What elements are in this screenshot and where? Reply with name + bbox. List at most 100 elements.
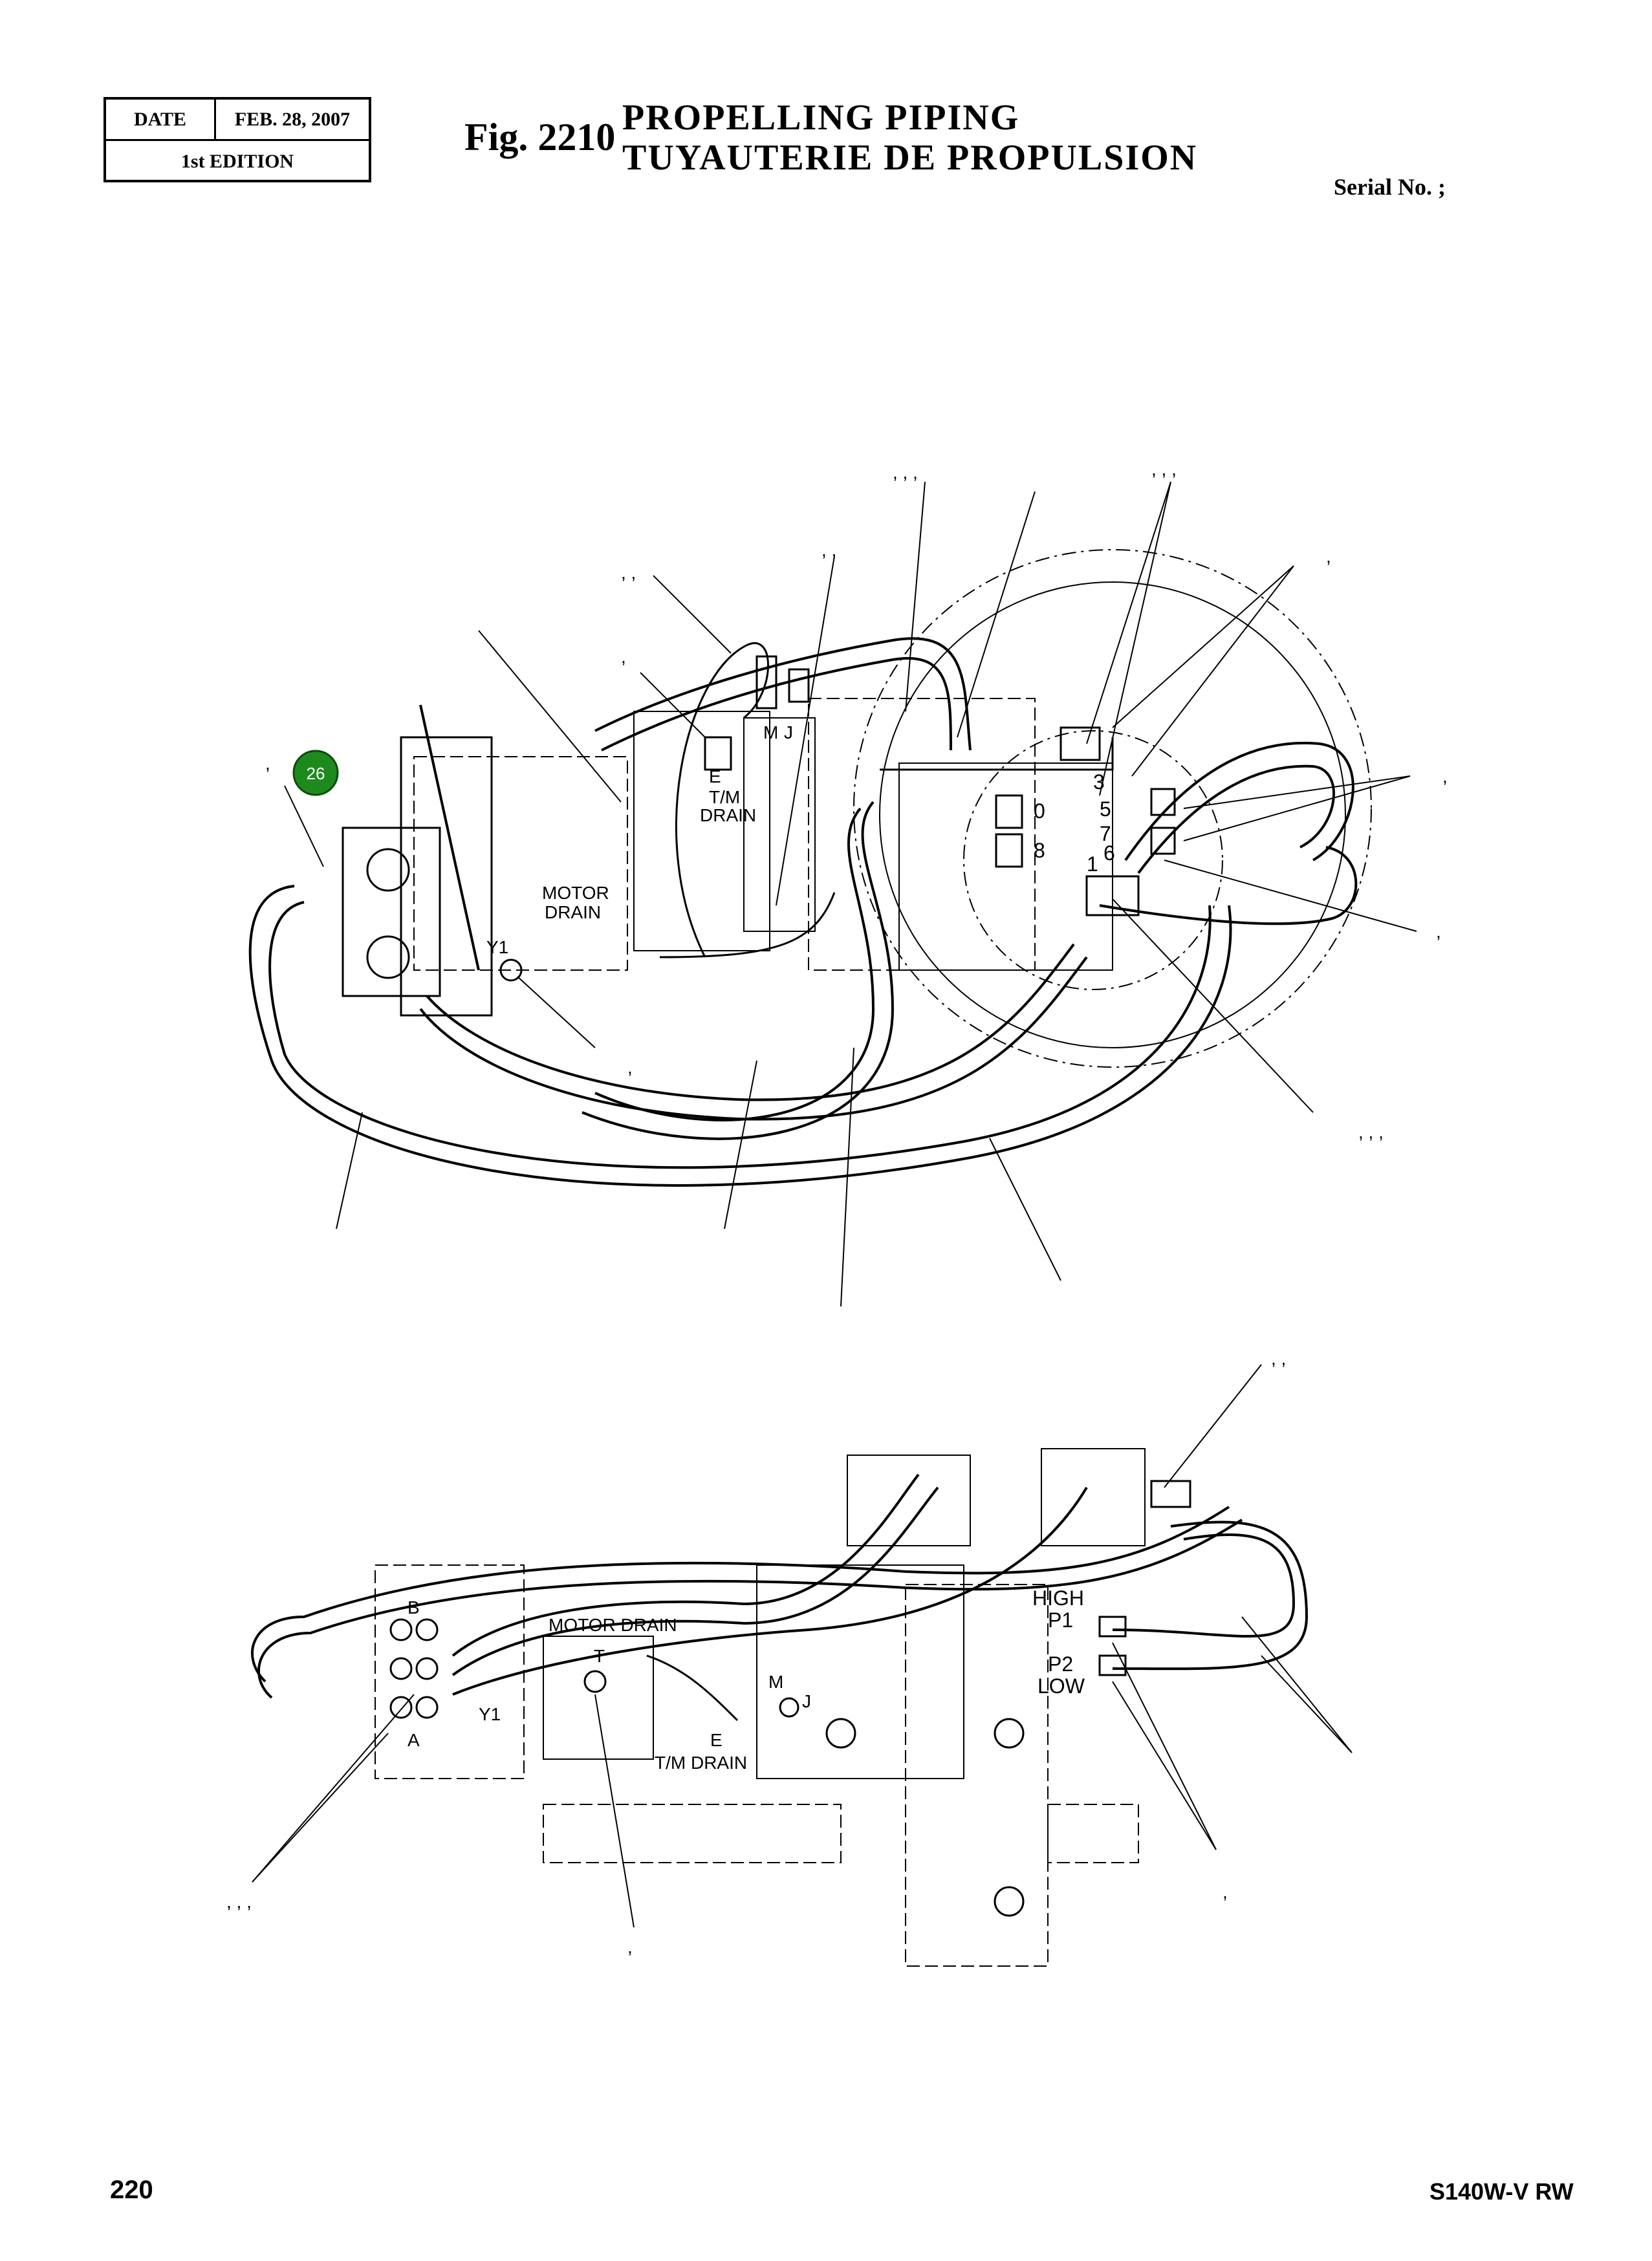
edition-label: 1st EDITION [180,151,294,172]
lower-leader-lines [252,1364,1353,1928]
transmission-outline-large [853,549,1372,1068]
port-j [779,1697,799,1718]
lower-hose-1 [251,1506,1230,1683]
port-b-1 [389,1618,413,1641]
label-tm-1: T/M [709,787,740,807]
lower-hose-3 [451,1473,920,1657]
upper-leader-lines [284,481,1417,1307]
callout-mark: , [621,647,626,667]
label-high: HIGH [1032,1586,1084,1610]
label-7: 7 [1100,822,1111,845]
label-3: 3 [1093,770,1105,794]
model-name: S140W-V RW [1429,2178,1574,2205]
callout-mark: , , , [226,1892,252,1912]
hose-right-lower [1099,846,1358,925]
trans-plug-2 [994,1718,1025,1749]
label-a: A [408,1730,420,1750]
hose-middle-inner [426,943,1075,1101]
label-y1: Y1 [486,937,508,957]
port-a-2 [415,1696,439,1719]
pipe-upper-right [880,737,1114,771]
callout-mark: , , [1271,1348,1286,1368]
serial-number-label: Serial No. ; [1334,174,1446,200]
motor-block [342,827,441,997]
label-drain-2: DRAIN [545,902,601,922]
flange-plate [743,717,816,932]
lower-view [251,1448,1309,1967]
transmission-plate [898,763,1113,971]
callout-marks: , , , , , , , , , , , , , , , , , , , , … [226,459,1448,1957]
lower-valve-body [756,1564,964,1779]
label-8: 8 [1034,839,1045,862]
callout-mark: , [1442,766,1448,786]
fitting-7 [1150,827,1176,855]
port-fitting-2 [366,935,410,979]
badge-circle [292,750,339,796]
lower-hose-4 [451,1486,939,1676]
label-motor: MOTOR [542,883,609,903]
hose-right-loop-inner [1137,764,1335,874]
fitting-e [704,736,732,771]
date-label: DATE [106,100,216,139]
lower-view-labels: B A MOTOR DRAIN T Y1 M J E T/M DRAIN HIG… [408,1586,1085,1773]
lower-hose-p2 [1112,1520,1309,1671]
label-m: M [763,722,778,742]
callout-mark: , , [821,540,836,560]
callout-mark: , , , [1151,459,1177,479]
drive-shaft-right [1047,1804,1139,1863]
date-row: DATE FEB. 28, 2007 [106,100,369,141]
lower-hose-2 [257,1519,1243,1699]
fitting-p1 [1098,1616,1127,1638]
fitting-3 [1060,726,1101,761]
callout-mark: , , , [893,462,918,482]
item-badge: 26 [292,750,339,796]
hose-top-loop-inner [601,657,952,752]
label-j-lower: J [802,1691,811,1711]
fitting-5 [1150,788,1176,816]
lower-pump-housing [375,1564,525,1779]
hose-top-loop-outer [594,637,972,751]
callout-mark: , , [621,563,636,583]
lever-rod [419,704,480,971]
fitting-upper-right [1150,1480,1191,1508]
label-tm-drain: T/M DRAIN [655,1753,747,1773]
label-1: 1 [1087,852,1098,876]
pump-housing [413,756,628,971]
drive-shaft-left [543,1804,842,1863]
figure-number: Fig. 2210 [464,116,616,158]
page-number: 220 [110,2176,153,2204]
callout-mark: , [265,753,270,774]
hose-return-inner [594,807,875,1121]
upper-view-labels: M J E T/M DRAIN MOTOR DRAIN Y1 0 8 1 3 5… [486,722,1115,957]
hose-motor-drain [659,892,836,958]
hose-right-loop-outer [1124,742,1354,861]
hose-long-outer [248,885,1232,1187]
label-6: 6 [1103,841,1115,865]
trans-plug-1 [825,1718,856,1749]
upper-view [248,549,1372,1187]
hose-return-outer [581,801,895,1140]
lower-motor-block [543,1636,654,1760]
port-fitting-1 [366,848,410,892]
label-0: 0 [1034,799,1045,823]
transmission-housing [808,698,1036,971]
callout-mark: , [627,1057,633,1077]
badge-number: 26 [307,764,325,783]
port-mid-2 [415,1657,439,1680]
label-p2: P2 [1048,1652,1073,1676]
fitting-8 [995,833,1023,868]
trans-plug-3 [994,1886,1025,1917]
fitting-p2 [1098,1654,1127,1676]
transmission-flange-circle [963,730,1223,990]
label-e-lower: E [710,1730,723,1750]
fitting-0 [995,794,1023,829]
title-french: TUYAUTERIE DE PROPULSION [622,138,1198,178]
label-t: T [594,1646,605,1666]
lower-transmission-body [905,1584,1049,1967]
lower-top-block-1 [847,1455,971,1546]
callout-mark: , [1326,546,1331,567]
lower-drain-hose [646,1654,739,1722]
callout-mark: , [1436,922,1441,942]
lower-hose-p1 [1112,1533,1296,1638]
